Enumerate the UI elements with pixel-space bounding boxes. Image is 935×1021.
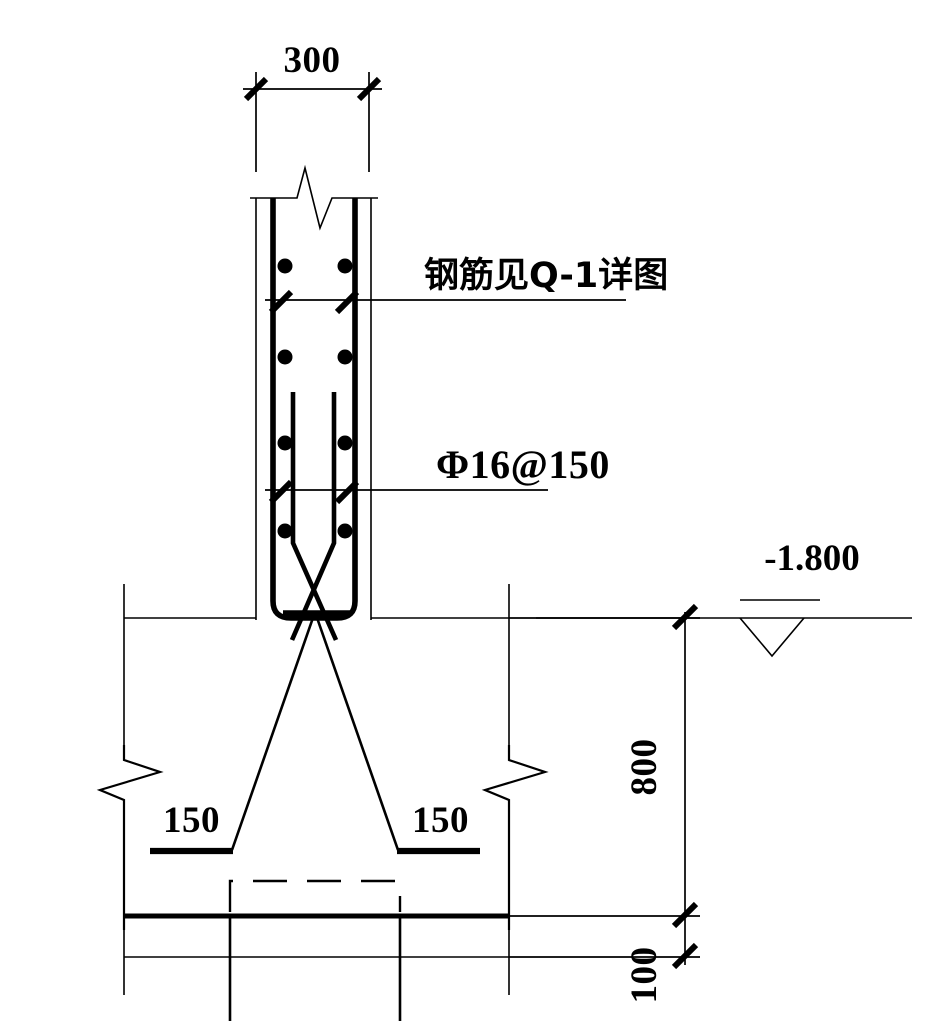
main-bar-left — [290, 392, 339, 641]
vertical-dim-label-800: 800 — [624, 739, 665, 796]
leader-stirrup-spec-group: Φ16@150 — [265, 442, 610, 505]
rebar-dot-4 — [337, 349, 353, 365]
leader-tick-1b — [334, 289, 360, 315]
dim-tick-right — [356, 76, 382, 102]
vdim-tick-mid — [671, 901, 699, 929]
wall-outline-group — [255, 198, 372, 620]
leader-tick-2a — [268, 479, 294, 505]
rebar-detail-note-label: 钢筋见Q-1详图 — [424, 256, 668, 296]
foundation-body-group — [96, 584, 549, 930]
hidden-column-outline — [228, 879, 402, 912]
hidden-outline-group — [228, 879, 402, 912]
top-dimension-group: 300 — [243, 40, 382, 172]
rebar-dot-6 — [337, 435, 353, 451]
dim-tick-left — [243, 76, 269, 102]
leader-tick-1a — [268, 289, 294, 315]
rebar-dot-1 — [277, 258, 293, 274]
break-symbol-right — [481, 745, 549, 930]
break-symbol-left — [96, 745, 164, 930]
leader-tick-2b — [334, 479, 360, 505]
vertical-dimension-group: 800 100 — [509, 603, 700, 1004]
vdim-tick-bottom — [671, 942, 699, 970]
rebar-dot-7 — [277, 523, 293, 539]
wall-break-symbol — [250, 164, 378, 231]
vertical-dim-label-100: 100 — [624, 947, 665, 1004]
main-bar-right — [289, 392, 337, 641]
elevation-triangle-icon — [739, 617, 805, 658]
stirrup-spec-label: Φ16@150 — [436, 442, 610, 487]
haunch-label-left: 150 — [163, 800, 220, 841]
splay-bar-right — [313, 611, 400, 851]
splayed-rebar-group — [230, 611, 400, 851]
rebar-dot-2 — [337, 258, 353, 274]
elevation-label: -1.800 — [764, 538, 860, 579]
rebar-section-dots-group — [277, 258, 353, 539]
rebar-dot-8 — [337, 523, 353, 539]
elevation-marker-group: -1.800 — [536, 538, 912, 658]
main-rebar-group — [289, 392, 339, 641]
dim-label-width: 300 — [284, 40, 341, 81]
splay-bar-left — [230, 611, 317, 851]
footing-base-group — [123, 913, 510, 1021]
wall-top-break-group — [250, 164, 378, 231]
haunch-label-right: 150 — [412, 800, 469, 841]
rebar-dot-5 — [277, 435, 293, 451]
haunch-plates-group: 150 150 — [150, 800, 480, 855]
rebar-dot-3 — [277, 349, 293, 365]
leader-rebar-note-group: 钢筋见Q-1详图 — [265, 256, 668, 315]
vdim-tick-top — [671, 603, 699, 631]
